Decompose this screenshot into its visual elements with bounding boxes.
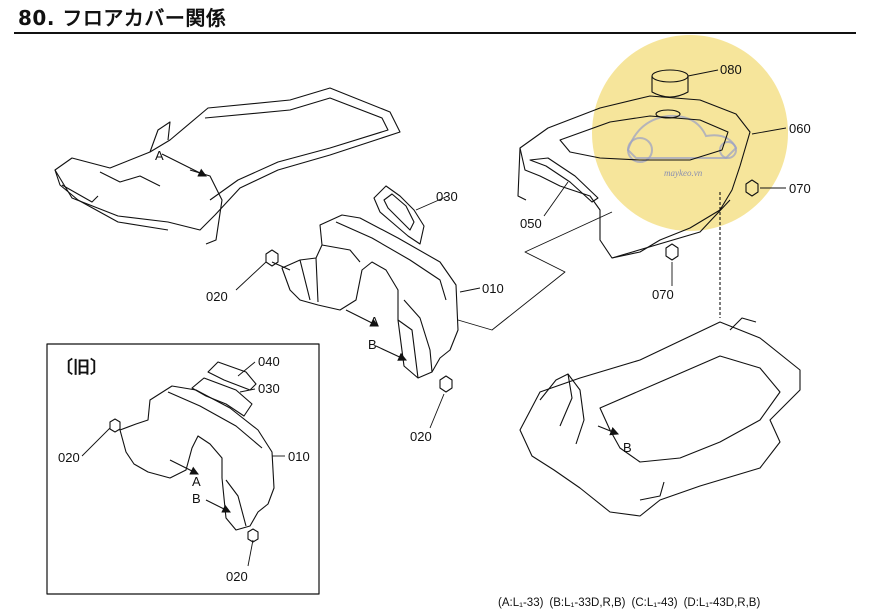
inset-bolt-020-bottom xyxy=(247,528,259,543)
marker-a-center: A xyxy=(370,314,379,329)
floor-frame xyxy=(519,317,801,517)
label-070-right: 070 xyxy=(789,181,811,196)
part-030-gasket xyxy=(373,185,425,245)
marker-b-center: B xyxy=(368,337,377,352)
inset-marker-b: B xyxy=(192,491,201,506)
bolt-020-center-bottom xyxy=(439,375,453,393)
label-030: 030 xyxy=(436,189,458,204)
footnote-item-a: (A:L₁-33) xyxy=(498,597,544,609)
footnote-item-c: (C:L₁-43) xyxy=(631,597,678,609)
label-080: 080 xyxy=(720,62,742,77)
arrow-b-center xyxy=(375,345,407,361)
watermark-logo: maykeo.vn xyxy=(592,35,788,231)
bolt-070-bottom xyxy=(665,243,679,261)
inset-part-010-cover xyxy=(119,385,275,531)
model-footnote: (A:L₁-33) (B:L₁-33D,R,B) (C:L₁-43) (D:L₁-43… xyxy=(498,597,766,609)
watermark-circle xyxy=(592,35,788,231)
inset-part-030-gasket xyxy=(191,377,253,417)
inset-part-040-plate xyxy=(207,361,257,391)
label-020-center-left: 020 xyxy=(206,289,228,304)
inset-label-010: 010 xyxy=(288,449,310,464)
arrow-a-top xyxy=(161,153,207,177)
page-title: 80. フロアカバー関係 xyxy=(18,6,227,30)
inset-frame xyxy=(46,343,320,595)
footnote-item-b: (B:L₁-33D,R,B) xyxy=(549,597,626,609)
inset-marker-a: A xyxy=(192,474,201,489)
marker-a-top: A xyxy=(155,148,164,163)
connector-010-060 xyxy=(457,211,613,331)
label-020-center-bottom: 020 xyxy=(410,429,432,444)
arrow-b-floor xyxy=(597,425,620,436)
inset-label-040: 040 xyxy=(258,354,280,369)
left-step-frame xyxy=(54,87,401,245)
bolt-070-right xyxy=(745,179,759,197)
label-060: 060 xyxy=(789,121,811,136)
part-050-strip xyxy=(529,157,599,203)
label-010: 010 xyxy=(482,281,504,296)
arrow-a-center xyxy=(345,309,379,327)
bolt-020-center-left xyxy=(265,249,291,271)
marker-b-floor: B xyxy=(623,440,632,455)
inset-arrow-a xyxy=(169,459,199,475)
inset-arrow-b xyxy=(205,499,231,513)
label-050: 050 xyxy=(520,216,542,231)
label-070-bottom: 070 xyxy=(652,287,674,302)
footnote-item-d: (D:L₁-43D,R,B) xyxy=(683,597,761,609)
inset-label-030: 030 xyxy=(258,381,280,396)
part-010-cover xyxy=(281,214,459,379)
title-rule xyxy=(14,32,856,34)
watermark-text: maykeo.vn xyxy=(664,168,703,178)
inset-label-020-bottom: 020 xyxy=(226,569,248,584)
inset-bolt-020-left xyxy=(109,418,121,433)
inset-title: 〔旧〕 xyxy=(56,358,107,378)
inset-label-020-left: 020 xyxy=(58,450,80,465)
